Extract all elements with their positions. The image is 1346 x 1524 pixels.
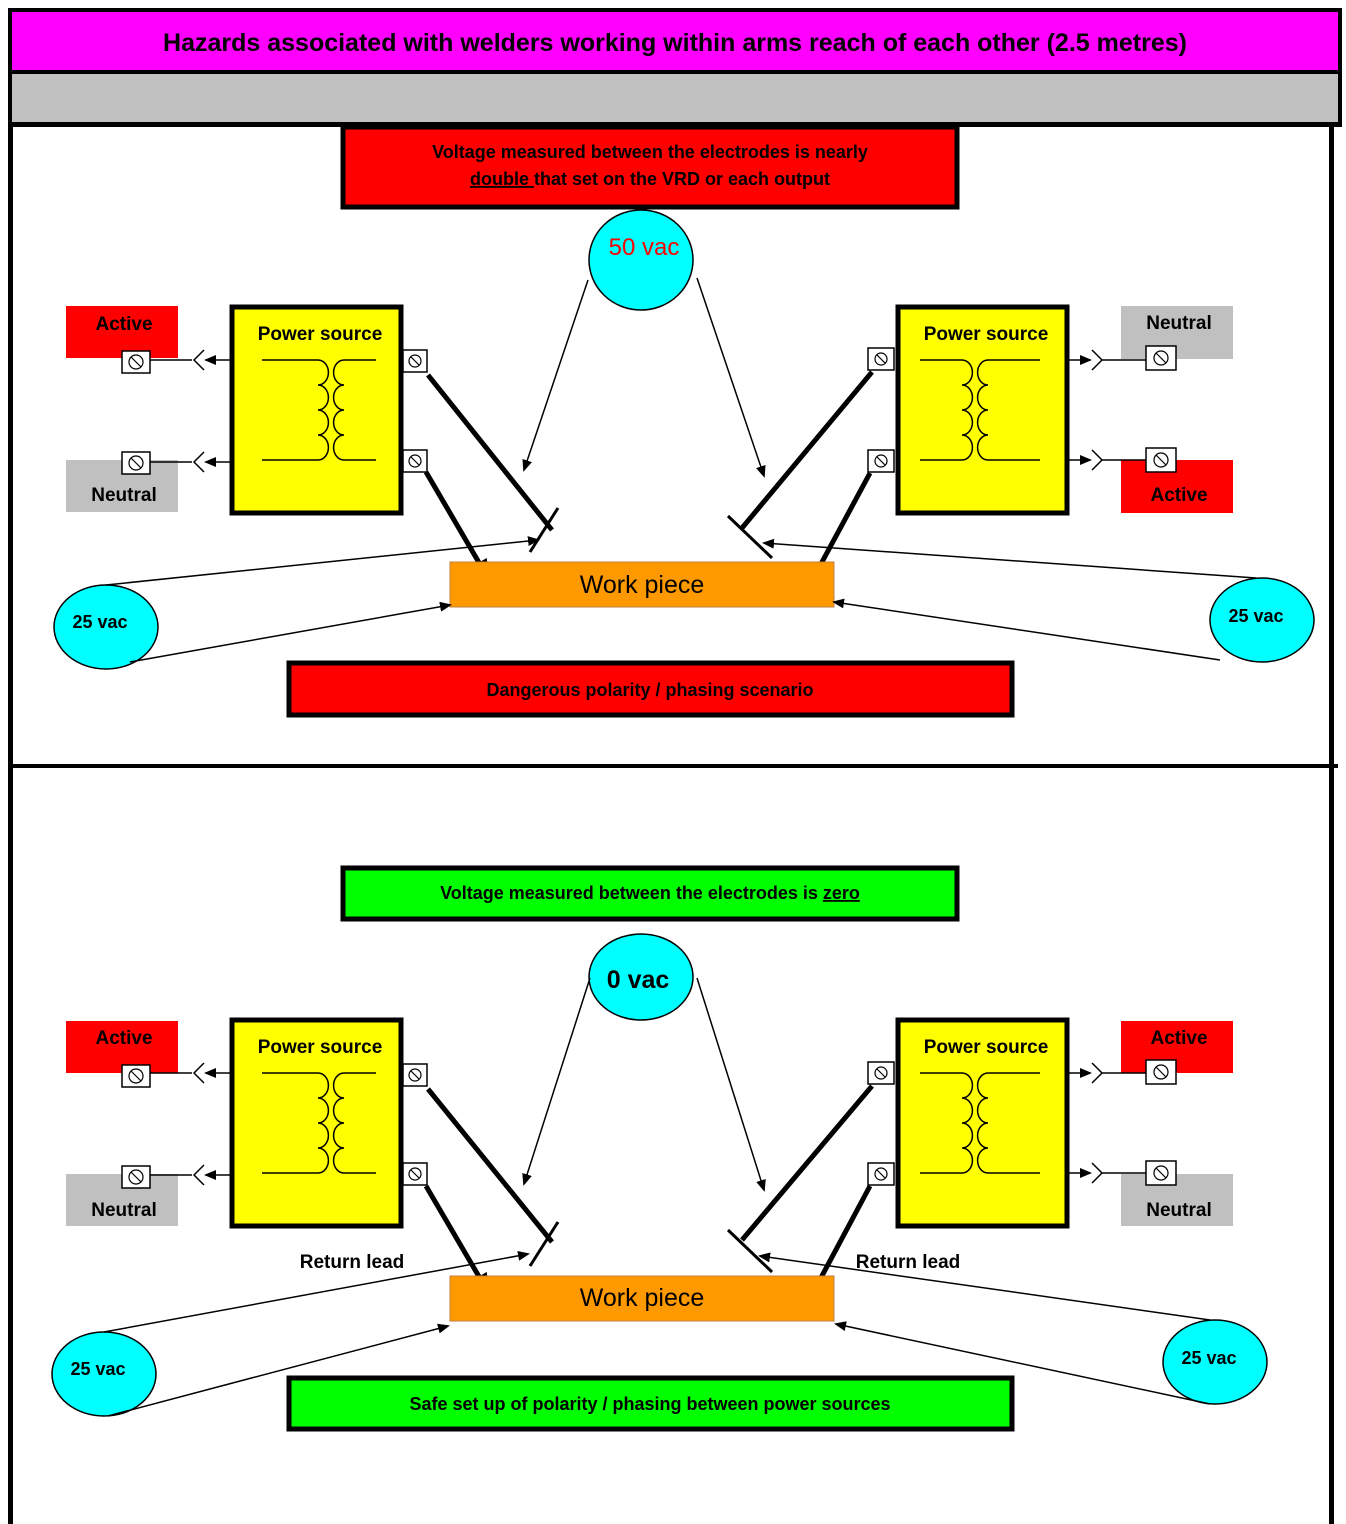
top-panel: Voltage measured between the electrodes … [53, 124, 1315, 718]
top-center-voltage: 50 vac [609, 234, 680, 261]
top-right-power-source: Power source [867, 304, 1070, 516]
bottom-right-power-source: Power source [867, 1017, 1070, 1229]
top-left-electrode-lead [426, 373, 554, 532]
bottom-panel: Voltage measured between the electrodes … [51, 865, 1268, 1432]
bottom-center-voltage: 0 vac [607, 966, 670, 994]
transformer-coil-icon [262, 359, 376, 461]
page-title: Hazards associated with welders working … [8, 8, 1342, 74]
top-banner-underlined: double [470, 169, 534, 189]
bottom-right-return-voltage-bubble [1162, 1319, 1268, 1405]
top-work-piece [449, 561, 835, 608]
bottom-left-power-source-label: Power source [258, 1037, 383, 1058]
bottom-right-return-voltage: 25 vac [1181, 1348, 1236, 1368]
top-right-return-voltage: 25 vac [1228, 606, 1283, 626]
bottom-right-electrode-lead [740, 1084, 874, 1242]
bottom-right-neutral-box [1121, 1174, 1233, 1226]
top-banner-line2-rest: that set on the VRD or each output [534, 169, 830, 189]
top-left-return-lead [129, 601, 452, 663]
bottom-left-power-source-box [229, 1017, 404, 1229]
top-left-active-box [66, 306, 178, 358]
bottom-banner: Voltage measured between the electrodes … [440, 883, 860, 903]
top-banner: Voltage measured between the electrodes … [340, 124, 960, 210]
bottom-left-electrode-tip [528, 1221, 560, 1267]
bottom-work-piece [449, 1275, 835, 1322]
bottom-left-neutral-label: Neutral [91, 1200, 156, 1221]
bottom-right-neutral-label: Neutral [1146, 1200, 1211, 1221]
top-banner-box [340, 124, 960, 210]
top-banner-line1: Voltage measured between the electrodes … [432, 142, 868, 162]
bottom-left-active-label: Active [95, 1028, 152, 1049]
plug-icon [150, 349, 205, 371]
top-left-power-source-box [229, 304, 404, 516]
top-left-return-lead [105, 536, 540, 586]
bottom-right-active-label: Active [1150, 1028, 1207, 1049]
bottom-right-power-source-label: Power source [924, 1037, 1049, 1058]
top-left-electrode-tip [528, 507, 560, 553]
plug-icon [1091, 449, 1146, 471]
plug-icon [1091, 349, 1146, 371]
top-right-return-lead [762, 538, 1257, 579]
bottom-right-electrode-tip [726, 1228, 774, 1274]
top-work-piece-label: Work piece [580, 571, 705, 599]
top-right-power-source-box [895, 304, 1070, 516]
plug-icon [150, 451, 205, 473]
top-footer-label: Dangerous polarity / phasing scenario [486, 680, 813, 700]
bottom-right-return-label: Return lead [856, 1252, 961, 1273]
bottom-left-power-source: Power source [229, 1017, 428, 1229]
bottom-left-return-lead [103, 1250, 530, 1333]
top-left-power-source-label: Power source [258, 324, 383, 345]
transformer-coil-icon [920, 1072, 1040, 1174]
bottom-measure-line-left [522, 977, 591, 1186]
bottom-right-return-lead [834, 1321, 1211, 1405]
bottom-banner-underlined: zero [823, 883, 860, 903]
plug-icon [1091, 1162, 1146, 1184]
bottom-banner-box [340, 865, 960, 922]
top-footer-box [286, 660, 1015, 718]
bottom-banner-text: Voltage measured between the electrodes … [440, 883, 823, 903]
bottom-center-voltage-bubble [588, 933, 694, 1021]
top-right-return-lead [832, 598, 1221, 661]
bottom-measure-line-right [696, 977, 766, 1192]
top-left-active-label: Active [95, 314, 152, 335]
top-right-active-box [1121, 460, 1233, 513]
top-right-neutral-box [1121, 306, 1233, 359]
plug-icon [150, 1164, 205, 1186]
bottom-right-power-source-box [895, 1017, 1070, 1229]
bottom-right-active-box [1121, 1021, 1233, 1073]
top-right-neutral-label: Neutral [1146, 313, 1211, 334]
plug-icon [150, 1062, 205, 1084]
top-left-neutral-label: Neutral [91, 485, 156, 506]
top-left-return-voltage: 25 vac [72, 612, 127, 632]
top-right-electrode-lead [740, 370, 874, 530]
bottom-footer-box [286, 1375, 1015, 1432]
top-measure-line-right [696, 277, 766, 478]
transformer-coil-icon [262, 1072, 376, 1174]
top-right-power-source-label: Power source [924, 324, 1049, 345]
top-left-power-source: Power source [229, 304, 428, 516]
bottom-left-electrode-lead [426, 1087, 554, 1244]
top-left-work-lead [423, 470, 491, 582]
top-right-electrode-tip [726, 514, 774, 560]
bottom-left-work-lead [423, 1184, 491, 1296]
bottom-work-piece-label: Work piece [580, 1284, 705, 1312]
top-right-return-voltage-bubble [1209, 577, 1315, 663]
panel-divider [8, 764, 1338, 768]
top-measure-line-left [522, 279, 589, 472]
panels-frame [8, 123, 1334, 1524]
plug-icon [1091, 1062, 1146, 1084]
bottom-left-return-voltage: 25 vac [70, 1359, 125, 1379]
bottom-right-return-lead [758, 1252, 1211, 1321]
bottom-left-return-lead [107, 1323, 450, 1417]
top-center-voltage-bubble [588, 209, 694, 311]
bottom-footer-label: Safe set up of polarity / phasing betwee… [409, 1394, 890, 1414]
bottom-left-return-label: Return lead [300, 1252, 405, 1273]
top-banner-line2: double that set on the VRD or each outpu… [470, 169, 830, 189]
top-right-active-label: Active [1150, 485, 1207, 506]
transformer-coil-icon [920, 359, 1040, 461]
